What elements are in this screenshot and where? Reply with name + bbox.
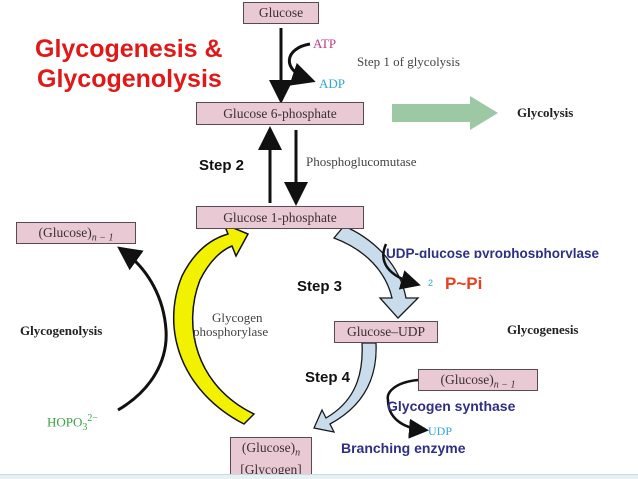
box-glycogen-line-1: (Glucose)n: [231, 440, 311, 462]
label-glycolysis: Glycolysis: [517, 105, 574, 120]
box-glucose-n-minus-1-right-sub: n − 1: [493, 379, 516, 391]
label-hopo3: HOPO32−: [47, 413, 98, 433]
box-glycogen: (Glucose)n [Glycogen]: [230, 437, 312, 477]
box-glucose-n-minus-1-left-sub: n − 1: [91, 232, 114, 244]
bottom-divider: [0, 474, 638, 479]
box-glucose-udp: Glucose–UDP: [334, 321, 438, 343]
arrow-to-glycolysis: [392, 96, 498, 130]
box-glucose-6-phosphate: Glucose 6-phosphate: [196, 102, 364, 125]
label-udp: UDP: [428, 424, 453, 438]
label-step-2: Step 2: [199, 157, 245, 174]
label-step-4: Step 4: [305, 369, 351, 386]
arrow-atp-adp: [287, 42, 316, 86]
label-atp: ATP: [313, 36, 337, 51]
label-glycogenesis: Glycogenesis: [507, 322, 579, 337]
label-glycogen-synthase: Glycogen synthase: [387, 398, 516, 414]
label-ppi-coefficient: 2: [428, 278, 434, 288]
arrow-glycogen-synthase: [386, 378, 429, 439]
box-glycogen-line-2: [Glycogen]: [240, 461, 302, 477]
label-hopo3-base: HOPO: [47, 414, 83, 430]
box-glucose: Glucose: [243, 2, 319, 24]
box-glycogen-sub: n: [295, 447, 301, 459]
label-step1-glycolysis: Step 1 of glycolysis: [357, 54, 460, 69]
label-glycogen-phosphorylase-line-1: Glycogen: [212, 310, 263, 325]
label-branching-enzyme: Branching enzyme: [341, 440, 466, 456]
arrow-glycogenolysis: [117, 246, 168, 412]
title-line-1: Glycogenesis &: [35, 35, 223, 63]
label-ppi: P~Pi: [445, 274, 483, 293]
label-step-3: Step 3: [297, 278, 343, 295]
arrow-step3: [332, 225, 420, 319]
label-udp-glucose-pyrophosphorylase: UDP-glucose pyrophosphorylase: [386, 246, 600, 258]
arrow-ppi: [382, 243, 421, 290]
label-hopo3-sup: 2−: [87, 413, 99, 424]
arrow-step4: [313, 342, 377, 433]
label-glycogen-phosphorylase-line-2: phosphorylase: [193, 324, 269, 339]
label-glycogenolysis: Glycogenolysis: [20, 323, 103, 338]
arrow-glycogen-phosphorylase: [173, 222, 256, 425]
label-hopo3-sub: 3: [82, 421, 88, 433]
box-glucose-n-minus-1-right-base: (Glucose): [440, 372, 494, 387]
label-adp: ADP: [319, 76, 346, 91]
box-glucose-1-phosphate: Glucose 1-phosphate: [196, 206, 364, 229]
label-phosphoglucomutase: Phosphoglucomutase: [306, 154, 417, 169]
title-line-2: Glycogenolysis: [37, 65, 222, 93]
box-glucose-n-minus-1-left-base: (Glucose): [38, 225, 92, 240]
box-glycogen-base: (Glucose): [241, 440, 296, 455]
box-glucose-n-minus-1-right: (Glucose)n − 1: [418, 369, 538, 391]
box-glucose-n-minus-1-left: (Glucose)n − 1: [16, 222, 136, 244]
